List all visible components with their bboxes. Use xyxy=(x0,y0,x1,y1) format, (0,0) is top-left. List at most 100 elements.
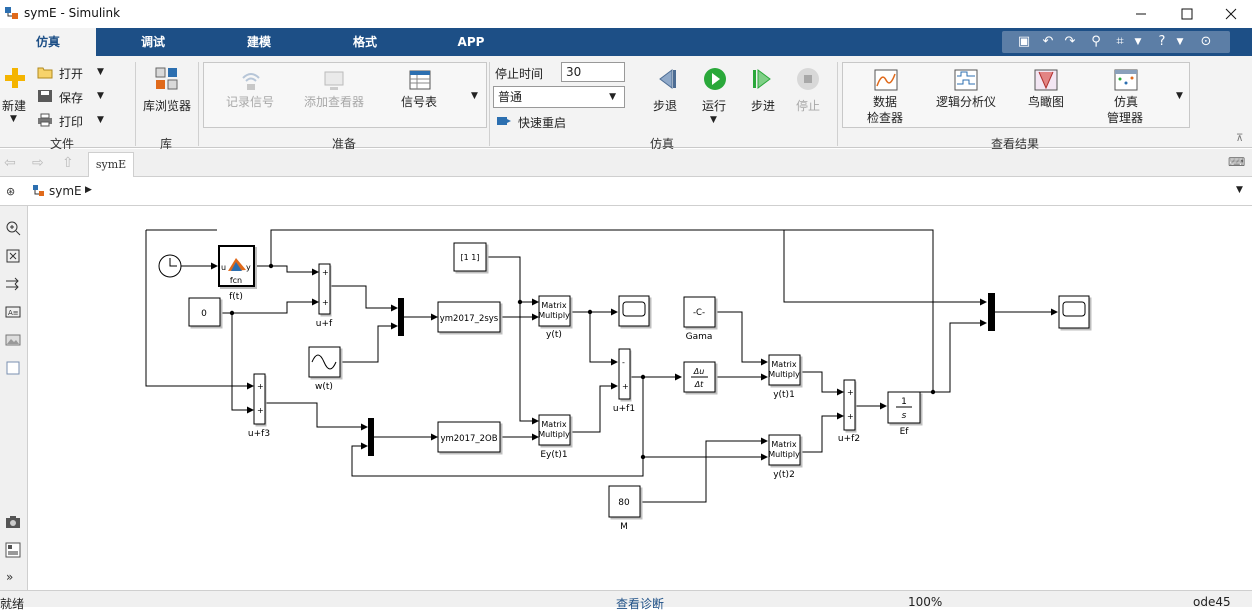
save-dropdown-icon[interactable]: ▼ xyxy=(97,91,104,101)
breadcrumb-chevron-icon[interactable]: ▶ xyxy=(85,185,92,195)
signal-table-button[interactable]: 信号表 xyxy=(401,95,438,109)
data-inspector-label-2[interactable]: 检查器 xyxy=(867,111,904,125)
help-chevron-down-icon[interactable]: ▼ xyxy=(1176,37,1184,47)
solver-name[interactable]: ode45 xyxy=(1193,595,1231,609)
add-viewer-button[interactable]: 添加查看器 xyxy=(304,95,365,109)
chevron-down-icon[interactable]: ▼ xyxy=(1134,37,1142,47)
save-button[interactable]: 保存 xyxy=(59,91,84,105)
search-icon[interactable]: ⚲ xyxy=(1091,34,1101,49)
step-back-button[interactable]: 步退 xyxy=(653,99,678,113)
mux-block-3[interactable] xyxy=(988,293,995,331)
address-dropdown-icon[interactable]: ▼ xyxy=(1236,185,1243,195)
simulation-mode-select[interactable]: 普通 ▼ xyxy=(493,86,625,108)
log-signal-button[interactable]: 记录信号 xyxy=(226,95,275,109)
subsystem-2sys-block[interactable]: ym2017_2sys xyxy=(437,301,501,333)
sum-uf3-block[interactable]: + + xyxy=(253,373,266,425)
print-dropdown-icon[interactable]: ▼ xyxy=(97,115,104,125)
gain-gama-block[interactable]: -C- xyxy=(683,296,716,328)
sum-uf-block[interactable]: + + xyxy=(318,263,331,315)
keyboard-icon[interactable]: ⌨ xyxy=(1228,155,1246,169)
birds-eye-icon[interactable] xyxy=(1033,68,1059,94)
clock-block[interactable] xyxy=(158,254,182,278)
logic-analyzer-button[interactable]: 逻辑分析仪 xyxy=(936,95,997,109)
stop-button[interactable]: 停止 xyxy=(796,99,821,113)
tab-format[interactable]: 格式 xyxy=(352,35,377,49)
sum-uf1-block[interactable]: - + xyxy=(618,348,631,400)
signal-table-icon[interactable] xyxy=(407,68,433,94)
step-back-icon[interactable] xyxy=(654,67,680,93)
new-button[interactable]: 新建 xyxy=(2,99,27,113)
screenshot-icon[interactable] xyxy=(5,514,21,530)
collapse-ribbon-icon[interactable]: ⊼ xyxy=(1236,133,1244,144)
simulation-manager-label-1[interactable]: 仿真 xyxy=(1114,95,1139,109)
area-icon[interactable] xyxy=(5,360,21,376)
constant-m-block[interactable]: 80 xyxy=(608,485,641,518)
view-diagnostics-link[interactable]: 查看诊断 xyxy=(616,597,665,611)
extensions-icon[interactable]: ⌗ xyxy=(1116,34,1124,49)
scope-block-2[interactable] xyxy=(1058,295,1090,329)
library-browser-icon[interactable] xyxy=(154,66,180,92)
run-dropdown-icon[interactable]: ▼ xyxy=(710,115,717,125)
mux-block-1[interactable] xyxy=(398,298,404,336)
image-icon[interactable] xyxy=(5,332,21,348)
expand-palette-icon[interactable]: » xyxy=(6,570,14,584)
back-arrow-icon[interactable]: ⇦ xyxy=(4,155,16,171)
minimize-button[interactable] xyxy=(1118,0,1164,28)
stop-time-input[interactable]: 30 xyxy=(561,62,625,82)
tab-debug[interactable]: 调试 xyxy=(140,35,165,49)
constant-ones-block[interactable]: [1 1] xyxy=(453,242,487,272)
signal-routing-icon[interactable] xyxy=(5,276,21,292)
constant-zero-block[interactable]: 0 xyxy=(188,297,221,327)
integrator-block[interactable]: 1 s xyxy=(887,391,921,424)
fit-to-view-icon[interactable] xyxy=(5,248,21,264)
step-forward-button[interactable]: 步进 xyxy=(751,99,776,113)
derivative-block[interactable]: Δu Δt xyxy=(683,361,716,393)
simulation-manager-icon[interactable] xyxy=(1113,68,1139,94)
logic-analyzer-icon[interactable] xyxy=(953,68,979,94)
forward-arrow-icon[interactable]: ⇨ xyxy=(32,155,44,171)
run-icon[interactable] xyxy=(702,67,728,93)
options-icon[interactable]: ⊙ xyxy=(1200,34,1212,49)
scope-block-1[interactable] xyxy=(618,295,650,327)
matrix-multiply-yt-block[interactable]: Matrix Multiply xyxy=(538,295,571,327)
data-inspector-label-1[interactable]: 数据 xyxy=(873,95,898,109)
model-canvas[interactable]: u y fcn f(t) 0 + + u+f + + u+f3 w(t) ym2… xyxy=(29,207,1252,590)
results-expand-icon[interactable]: ▼ xyxy=(1176,91,1183,101)
property-inspector-icon[interactable] xyxy=(5,542,21,558)
new-dropdown-icon[interactable]: ▼ xyxy=(10,114,17,124)
mux-block-2[interactable] xyxy=(368,418,374,456)
matrix-multiply-yt2-block[interactable]: Matrix Multiply xyxy=(768,434,801,466)
maximize-button[interactable] xyxy=(1164,0,1210,28)
undo-icon[interactable]: ↶ xyxy=(1042,34,1054,49)
tab-simulation[interactable]: 仿真 xyxy=(0,28,96,56)
prepare-expand-icon[interactable]: ▼ xyxy=(471,91,478,101)
matrix-multiply-eyt1-block[interactable]: Matrix Multiply xyxy=(538,414,571,446)
hide-browser-icon[interactable]: ⊛ xyxy=(6,185,16,198)
sum-uf2-block[interactable]: + + xyxy=(843,379,856,431)
tab-modeling[interactable]: 建模 xyxy=(246,35,271,49)
tab-apps[interactable]: APP xyxy=(457,35,485,49)
up-arrow-icon[interactable]: ⇧ xyxy=(62,155,74,171)
open-button[interactable]: 打开 xyxy=(59,67,84,81)
fast-restart-button[interactable]: 快速重启 xyxy=(518,116,567,130)
zoom-in-icon[interactable] xyxy=(5,220,21,236)
matrix-multiply-yt1-block[interactable]: Matrix Multiply xyxy=(768,354,801,386)
sine-wave-block[interactable] xyxy=(308,346,341,378)
birds-eye-button[interactable]: 鸟瞰图 xyxy=(1028,95,1065,109)
simulation-manager-label-2[interactable]: 管理器 xyxy=(1107,111,1144,125)
subsystem-2ob-block[interactable]: ym2017_2OB xyxy=(437,421,501,453)
run-button[interactable]: 运行 xyxy=(702,99,727,113)
breadcrumb[interactable]: symE xyxy=(49,184,82,198)
matlab-function-block[interactable]: u y fcn xyxy=(218,245,255,287)
close-button[interactable] xyxy=(1208,0,1252,28)
open-dropdown-icon[interactable]: ▼ xyxy=(97,67,104,77)
model-file-tab[interactable]: symE xyxy=(88,152,134,177)
save-icon[interactable]: ▣ xyxy=(1017,34,1031,49)
step-forward-icon[interactable] xyxy=(750,67,776,93)
library-browser-button[interactable]: 库浏览器 xyxy=(143,99,192,113)
data-inspector-icon[interactable] xyxy=(873,68,899,94)
print-button[interactable]: 打印 xyxy=(59,115,84,129)
annotation-icon[interactable]: A≡ xyxy=(5,304,21,320)
redo-icon[interactable]: ↷ xyxy=(1064,34,1076,49)
help-icon[interactable]: ? xyxy=(1158,34,1166,49)
